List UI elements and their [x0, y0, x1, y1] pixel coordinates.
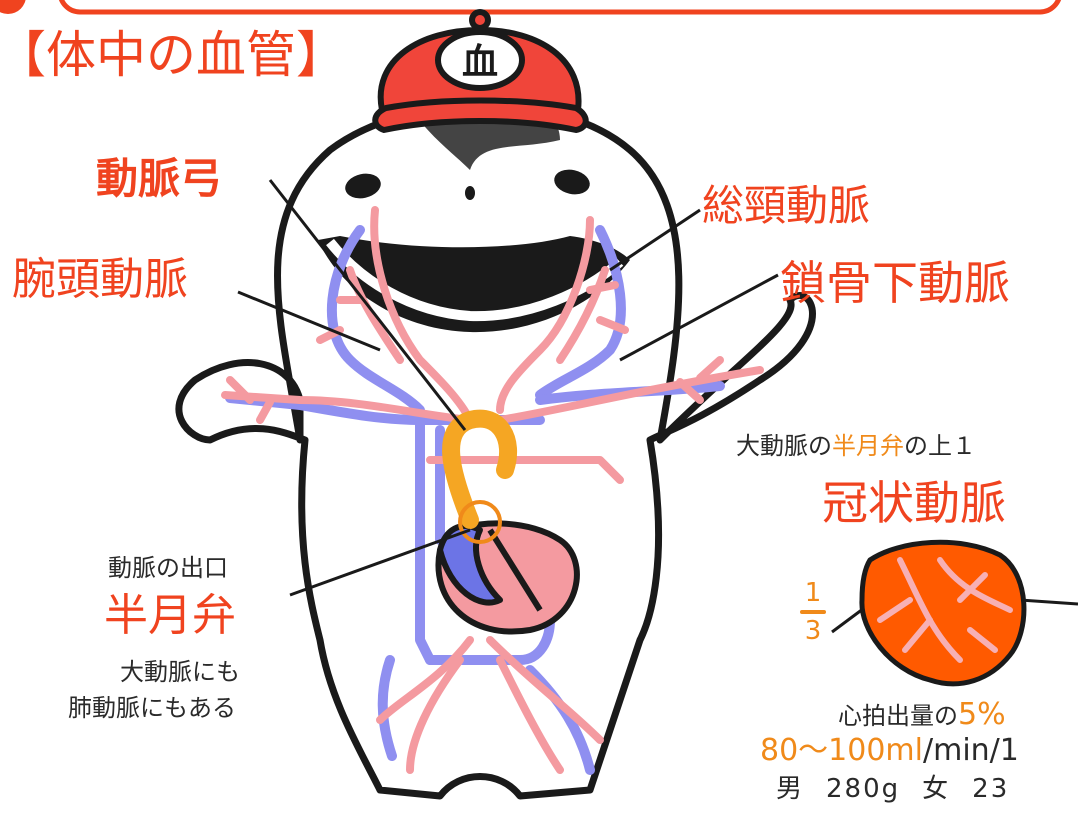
fraction-numerator: 1	[804, 578, 822, 608]
male-weight: 280g	[826, 774, 901, 804]
label-semilunar-valve: 半月弁	[104, 590, 236, 641]
heart	[435, 520, 580, 635]
page-title: 【体中の血管】	[0, 26, 346, 84]
label-common-carotid-artery: 総頸動脈	[702, 181, 871, 230]
one-third-fraction: 1 3	[800, 580, 826, 670]
female-label: 女	[922, 774, 951, 804]
face	[318, 169, 630, 333]
top-banner	[0, 0, 1062, 15]
male-label: 男	[776, 774, 805, 804]
valve-exit-note: 動脈の出口	[108, 554, 228, 582]
female-weight: 23	[972, 774, 1010, 804]
aortic-arch	[442, 409, 518, 529]
arteries	[221, 206, 764, 774]
fraction-bar	[800, 610, 826, 614]
fraction-denominator: 3	[804, 616, 822, 646]
heart-weight-note: 男 280g 女 23	[776, 776, 1031, 802]
valve-note-line1: 大動脈にも	[120, 658, 240, 686]
valve-note-line2: 肺動脈にもある	[68, 694, 236, 722]
coronary-location-highlight: 半月弁	[832, 432, 904, 460]
label-coronary-artery: 冠状動脈	[822, 476, 1006, 530]
coronary-flow-unit: /min/1	[923, 733, 1019, 768]
label-brachiocephalic-artery: 腕頭動脈	[12, 254, 188, 305]
cardiac-output-prefix: 心拍出量の	[838, 702, 958, 730]
cardiac-output-value: 5%	[958, 697, 1006, 732]
coronary-location-suffix: の上１	[904, 432, 976, 460]
label-subclavian-artery: 鎖骨下動脈	[780, 256, 1010, 310]
cap: 血	[372, 9, 589, 133]
label-aortic-arch: 動脈弓	[96, 154, 223, 203]
coronary-heart	[859, 539, 1027, 687]
cap-emblem: 血	[462, 42, 498, 83]
coronary-flow-value: 80〜100ml	[760, 733, 923, 768]
coronary-location-prefix: 大動脈の	[736, 432, 832, 460]
cardiac-output-note: 心拍出量の5%	[838, 700, 1006, 730]
coronary-location-note: 大動脈の半月弁の上１	[736, 434, 976, 458]
semilunar-valve-marker	[458, 500, 502, 544]
coronary-flow-note: 80〜100ml/min/1	[760, 736, 1019, 766]
